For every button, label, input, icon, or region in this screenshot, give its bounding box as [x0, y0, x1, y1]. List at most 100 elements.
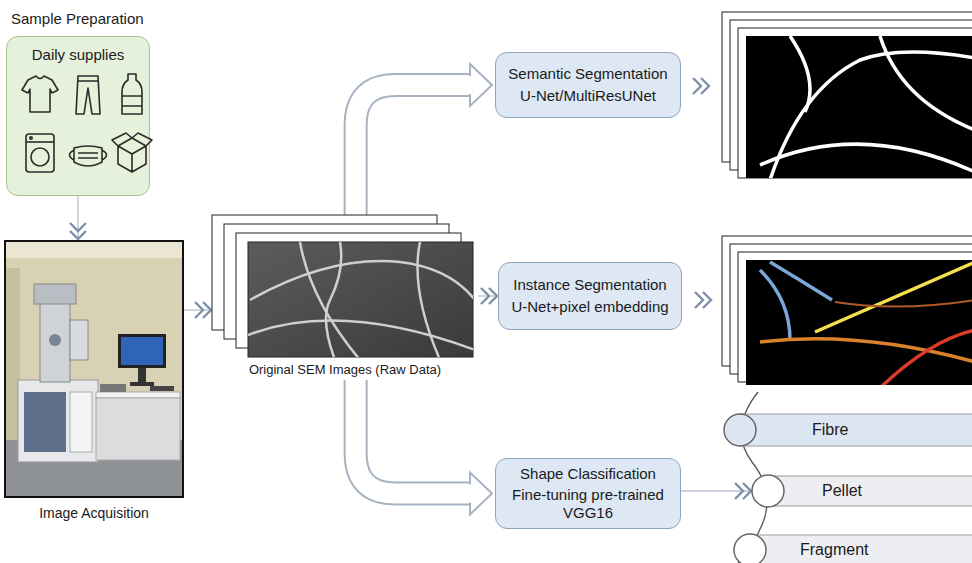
trousers-icon [76, 76, 100, 114]
box-icon [112, 133, 152, 172]
lab-photo [6, 242, 182, 496]
process-box: Semantic SegmentationU-Net/MultiResUNet [495, 52, 681, 118]
sem-fibres [248, 242, 473, 357]
fibre-line [418, 242, 441, 357]
bullet-circle [734, 534, 766, 563]
connector-line [681, 490, 751, 491]
fibre-line [300, 242, 360, 357]
connector-line [77, 196, 78, 239]
output-chevron [693, 78, 709, 94]
class-label: Fibre [812, 420, 848, 439]
process-box: Instance SegmentationU-Net+pixel embeddi… [498, 262, 682, 330]
fibre-instance [815, 262, 972, 332]
bullet-circle [724, 414, 756, 446]
chevron-arrow [78, 196, 79, 239]
desk-top [96, 392, 180, 398]
washer-icon [31, 148, 49, 166]
arrow-outline [356, 85, 470, 215]
fibre-line [250, 261, 473, 300]
connector-line [184, 309, 211, 310]
mask-icon [70, 146, 107, 166]
supplies-box: Sample PreparationDaily supplies [6, 36, 150, 196]
block-arrow [356, 64, 492, 215]
washer-icon [30, 137, 32, 139]
process-box: Shape ClassificationFine-tuning pre-trai… [495, 458, 681, 529]
chevron-arrow [184, 310, 211, 311]
class-bar: Fragment [734, 534, 972, 563]
output-chevron [695, 292, 711, 308]
class-bar: Fibre [724, 413, 972, 447]
image-stack: Original SEM Images (Raw Data) [212, 215, 478, 380]
microscope-top [34, 284, 76, 304]
class-label: Pellet [822, 481, 862, 500]
bullet-circle [752, 475, 784, 507]
photo-ceiling [6, 242, 182, 258]
arrow-body [356, 380, 470, 494]
microscope-body [18, 380, 98, 462]
desk-body [96, 398, 180, 460]
instance-image [746, 260, 972, 385]
chevron-arrow [681, 491, 751, 492]
section-heading: Sample Preparation [11, 10, 144, 28]
mask-image [746, 36, 972, 178]
keyboard [150, 386, 174, 391]
washer-icon [26, 141, 54, 143]
process-method: Fine-tuning pre-trained VGG16 [502, 486, 674, 522]
mask-fibres [760, 36, 972, 178]
microscope-column [40, 300, 70, 382]
microscope-panel [24, 392, 66, 452]
sem-image-stack [212, 215, 475, 360]
arrow-outline [356, 380, 470, 494]
control-panel [100, 384, 126, 392]
fibre-instance [835, 300, 972, 307]
instance-output-stack [722, 236, 972, 388]
stack-caption: Original SEM Images (Raw Data) [249, 362, 441, 380]
process-method: U-Net/MultiResUNet [520, 87, 656, 105]
bar-fill [768, 476, 972, 506]
stack-frame [738, 28, 972, 178]
bar-fill [750, 535, 972, 563]
fibre-instance [770, 262, 832, 300]
semantic-output-stack [722, 12, 972, 180]
arrow-head [470, 473, 492, 515]
arrow-joint [469, 485, 472, 503]
microscope-detector [70, 320, 88, 360]
monitor-stand [138, 368, 146, 382]
class-label: Fragment [800, 540, 868, 559]
fibre-instance [760, 270, 790, 340]
shirt-icon [22, 76, 58, 112]
monitor [118, 334, 166, 368]
supply-icons [22, 74, 152, 172]
process-title: Semantic Segmentation [508, 65, 667, 83]
instance-fibres [760, 262, 972, 385]
chevron-arrow [478, 296, 497, 297]
microscope-port [49, 334, 61, 346]
fibre-mask [880, 36, 972, 130]
photo-frame: Image Acquisition [4, 240, 184, 498]
fibre-mask [790, 36, 810, 112]
photo-caption: Image Acquisition [6, 505, 182, 522]
process-method: U-Net+pixel embedding [511, 298, 668, 316]
connector-line [478, 295, 497, 296]
bar-fill [740, 414, 972, 446]
monitor-screen [121, 337, 163, 365]
class-bar: Pellet [752, 475, 972, 507]
arrow-body [356, 85, 470, 215]
microscope-side [70, 392, 92, 452]
fibre-line [248, 321, 473, 350]
fibre-line [326, 242, 341, 357]
process-title: Shape Classification [520, 465, 656, 483]
bottle-icon [122, 74, 142, 114]
monitor-base [130, 382, 154, 386]
arrow-joint [469, 76, 472, 94]
arrow-head [470, 64, 492, 106]
box-heading: Daily supplies [32, 46, 125, 64]
washer-icon [26, 134, 54, 172]
fibre-instance [880, 330, 972, 385]
fibre-mask [760, 144, 972, 172]
photo-wall [6, 242, 182, 496]
block-arrow [356, 380, 492, 515]
